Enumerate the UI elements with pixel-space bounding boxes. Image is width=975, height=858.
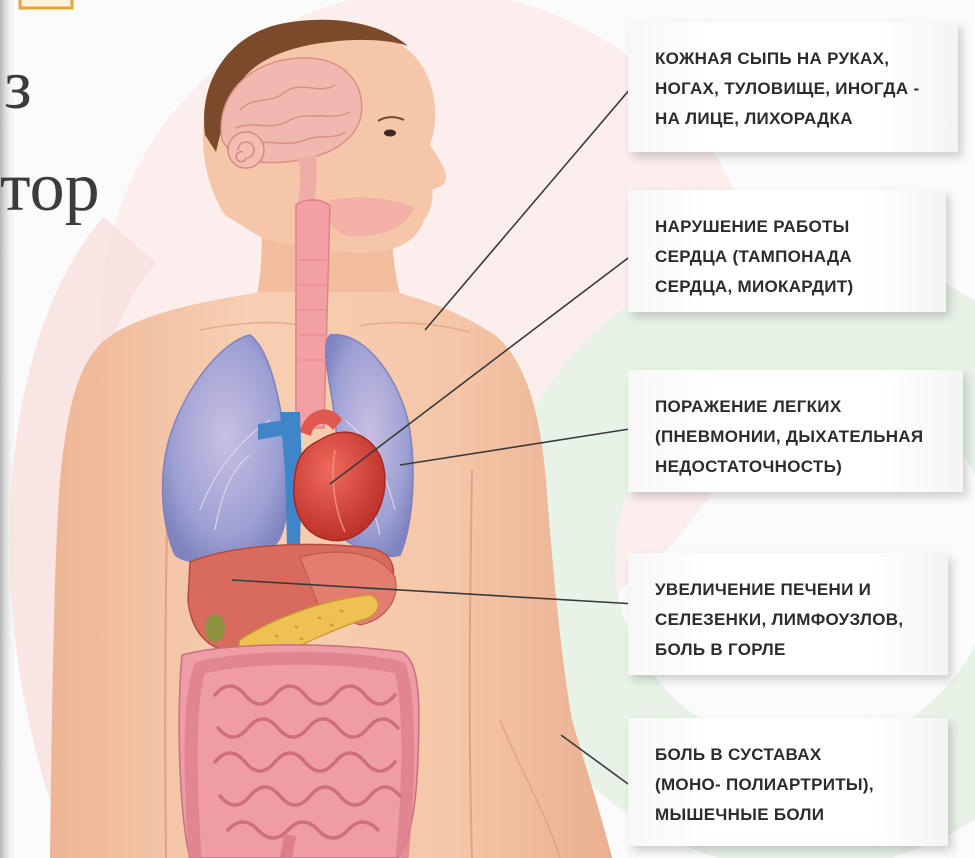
callout-skin-rash: КОЖНАЯ СЫПЬ НА РУКАХ, НОГАХ, ТУЛОВИЩЕ, И… — [628, 22, 958, 152]
callout-line: МЫШЕЧНЫЕ БОЛИ — [655, 800, 948, 830]
callout-line: (ПНЕВМОНИИ, ДЫХАТЕЛЬНАЯ — [655, 422, 963, 452]
callout-line: НАРУШЕНИЕ РАБОТЫ — [655, 212, 946, 242]
callout-line: НЕДОСТАТОЧНОСТЬ) — [655, 452, 963, 482]
callout-joints: БОЛЬ В СУСТАВАХ (МОНО- ПОЛИАРТРИТЫ), МЫШ… — [628, 718, 948, 846]
orange-corner-marker — [20, 0, 72, 8]
callout-line: УВЕЛИЧЕНИЕ ПЕЧЕНИ И — [655, 575, 948, 605]
gallbladder — [205, 614, 225, 642]
trachea — [296, 200, 330, 428]
callout-line: СЕРДЦА (ТАМПОНАДА — [655, 242, 946, 272]
callout-line: БОЛЬ В ГОРЛЕ — [655, 635, 948, 665]
callout-line: КОЖНАЯ СЫПЬ НА РУКАХ, — [655, 44, 958, 74]
slide-text-fragment: з — [4, 51, 32, 121]
callout-lungs: ПОРАЖЕНИЕ ЛЕГКИХ (ПНЕВМОНИИ, ДЫХАТЕЛЬНАЯ… — [628, 370, 963, 492]
rectum — [286, 835, 290, 858]
intestines — [179, 645, 419, 858]
callout-liver-spleen: УВЕЛИЧЕНИЕ ПЕЧЕНИ И СЕЛЕЗЕНКИ, ЛИМФОУЗЛО… — [628, 553, 948, 675]
callout-line: (МОНО- ПОЛИАРТРИТЫ), — [655, 770, 948, 800]
callout-line: НОГАХ, ТУЛОВИЩЕ, ИНОГДА - — [655, 74, 958, 104]
callout-heart: НАРУШЕНИЕ РАБОТЫ СЕРДЦА (ТАМПОНАДА СЕРДЦ… — [628, 190, 946, 312]
callout-line: СЕРДЦА, МИОКАРДИТ) — [655, 272, 946, 302]
ear-cochlea — [228, 132, 264, 168]
callout-line: СЕЛЕЗЕНКИ, ЛИМФОУЗЛОВ, — [655, 605, 948, 635]
callout-line: НА ЛИЦЕ, ЛИХОРАДКА — [655, 104, 958, 134]
slide-left-edge — [0, 0, 16, 858]
eye — [384, 130, 396, 137]
slide-text-fragment: тор — [0, 153, 100, 223]
callout-line: ПОРАЖЕНИЕ ЛЕГКИХ — [655, 392, 963, 422]
callout-line: БОЛЬ В СУСТАВАХ — [655, 740, 948, 770]
